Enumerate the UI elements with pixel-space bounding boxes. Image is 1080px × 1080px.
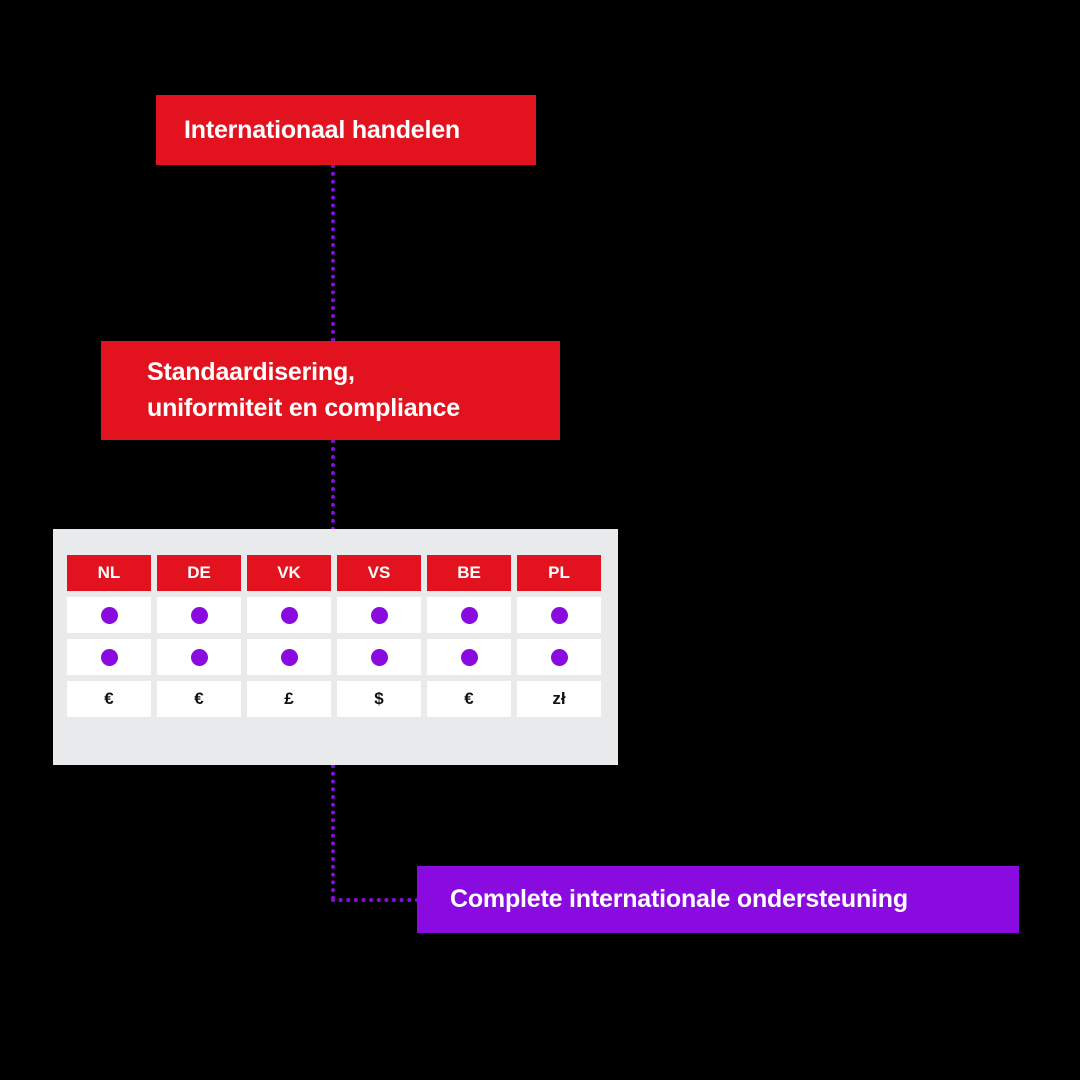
matrix-status-cell: [157, 639, 241, 675]
status-dot-icon: [280, 648, 298, 666]
matrix-currency-cell: €: [67, 681, 151, 717]
connector-matrix-to-support-horizontal: [331, 898, 419, 902]
matrix-header-cell[interactable]: VK: [247, 555, 331, 591]
status-dot-icon: [190, 648, 208, 666]
matrix-header-row: NL DE VK VS BE PL: [67, 555, 604, 591]
matrix-status-cell: [427, 597, 511, 633]
status-dot-icon: [550, 606, 568, 624]
status-dot-icon: [280, 606, 298, 624]
node-complete-internationale-ondersteuning[interactable]: Complete internationale ondersteuning: [417, 866, 1019, 933]
matrix-currency-cell: €: [157, 681, 241, 717]
matrix-header-cell[interactable]: NL: [67, 555, 151, 591]
matrix-status-cell: [247, 597, 331, 633]
matrix-currency-cell: zł: [517, 681, 601, 717]
matrix-status-row: [67, 639, 604, 675]
matrix-status-cell: [67, 597, 151, 633]
node-internationaal-handelen-label: Internationaal handelen: [184, 115, 461, 144]
matrix-header-cell[interactable]: BE: [427, 555, 511, 591]
matrix-currency-cell: £: [247, 681, 331, 717]
matrix-header-cell[interactable]: DE: [157, 555, 241, 591]
matrix-status-cell: [337, 597, 421, 633]
matrix-currency-cell: €: [427, 681, 511, 717]
node-standaardisering[interactable]: Standaardisering, uniformiteit en compli…: [101, 341, 560, 440]
status-dot-icon: [370, 606, 388, 624]
matrix-status-cell: [67, 639, 151, 675]
matrix-status-cell: [427, 639, 511, 675]
connector-matrix-to-support-vertical: [331, 764, 335, 900]
matrix-header-cell[interactable]: VS: [337, 555, 421, 591]
node-standaardisering-label: Standaardisering, uniformiteit en compli…: [147, 358, 460, 422]
status-dot-icon: [460, 606, 478, 624]
matrix-status-cell: [517, 639, 601, 675]
status-dot-icon: [550, 648, 568, 666]
node-complete-internationale-ondersteuning-label: Complete internationale ondersteuning: [450, 885, 908, 913]
matrix-currency-row: € € £ $ € zł: [67, 681, 604, 717]
matrix-status-cell: [157, 597, 241, 633]
matrix-header-cell[interactable]: PL: [517, 555, 601, 591]
connector-international-to-standardisation: [331, 164, 335, 342]
matrix-currency-cell: $: [337, 681, 421, 717]
connector-standardisation-to-matrix: [331, 439, 335, 531]
node-internationaal-handelen[interactable]: Internationaal handelen: [156, 95, 536, 165]
status-dot-icon: [100, 606, 118, 624]
matrix-status-row: [67, 597, 604, 633]
status-dot-icon: [100, 648, 118, 666]
matrix-status-cell: [337, 639, 421, 675]
matrix-status-cell: [247, 639, 331, 675]
status-dot-icon: [460, 648, 478, 666]
status-dot-icon: [190, 606, 208, 624]
status-dot-icon: [370, 648, 388, 666]
country-matrix-panel: NL DE VK VS BE PL € € £ $: [53, 529, 618, 765]
matrix-status-cell: [517, 597, 601, 633]
